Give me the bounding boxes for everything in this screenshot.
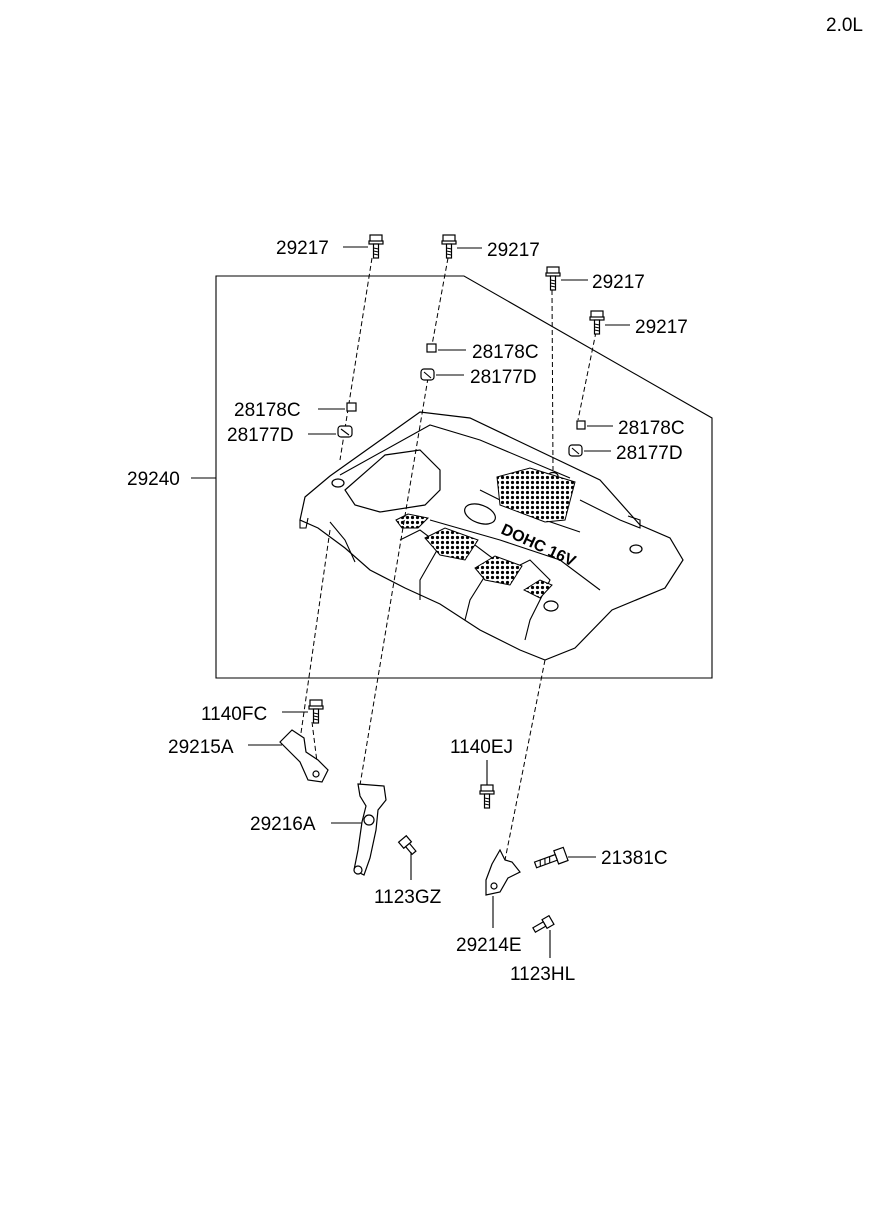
bracket-29215a	[279, 729, 329, 783]
part-label-28178c-a: 28178C	[472, 342, 539, 363]
bolt-1140ej	[479, 784, 495, 809]
part-label-28177d-a: 28177D	[470, 367, 537, 388]
part-label-29217-b: 29217	[487, 240, 540, 261]
cover-assembly-frame	[215, 275, 713, 679]
grommet-28177d-c	[568, 444, 583, 457]
grommet-28177d-b	[337, 425, 353, 438]
part-label-28177d-b: 28177D	[227, 425, 294, 446]
bolt-1123gz	[397, 834, 417, 856]
part-label-1123gz: 1123GZ	[374, 887, 442, 908]
part-label-21381c: 21381C	[601, 848, 668, 869]
washer-28178c-c	[576, 420, 586, 430]
part-label-28177d-c: 28177D	[616, 443, 683, 464]
washer-28178c-b	[346, 402, 357, 412]
grommet-28177d-a	[420, 368, 435, 381]
bolt-1123hl	[532, 914, 555, 933]
part-label-29217-a: 29217	[276, 238, 329, 259]
part-label-29214e: 29214E	[456, 935, 522, 956]
part-label-28178c-c: 28178C	[618, 418, 685, 439]
engine-cover: DOHC 16V	[299, 411, 684, 661]
bracket-29214e	[485, 848, 521, 896]
part-label-29217-c: 29217	[592, 272, 645, 293]
part-label-28178c-b: 28178C	[234, 400, 301, 421]
washer-28178c-a	[426, 343, 437, 353]
bolt-1140fc	[308, 699, 324, 724]
bolt-29217-a	[368, 234, 384, 259]
bolt-29217-b	[441, 234, 457, 259]
part-label-1123hl: 1123HL	[510, 964, 575, 985]
engine-variant-label: 2.0L	[826, 15, 863, 36]
part-label-29216a: 29216A	[250, 814, 316, 835]
part-label-29240: 29240	[127, 469, 180, 490]
bolt-29217-d	[589, 310, 605, 335]
bolt-29217-c	[545, 266, 561, 291]
part-label-29215a: 29215A	[168, 737, 234, 758]
bolt-21381c	[533, 846, 569, 869]
bracket-29216a	[353, 783, 387, 876]
part-label-1140ej: 1140EJ	[450, 737, 513, 758]
part-label-29217-d: 29217	[635, 317, 688, 338]
part-label-1140fc: 1140FC	[201, 704, 267, 725]
